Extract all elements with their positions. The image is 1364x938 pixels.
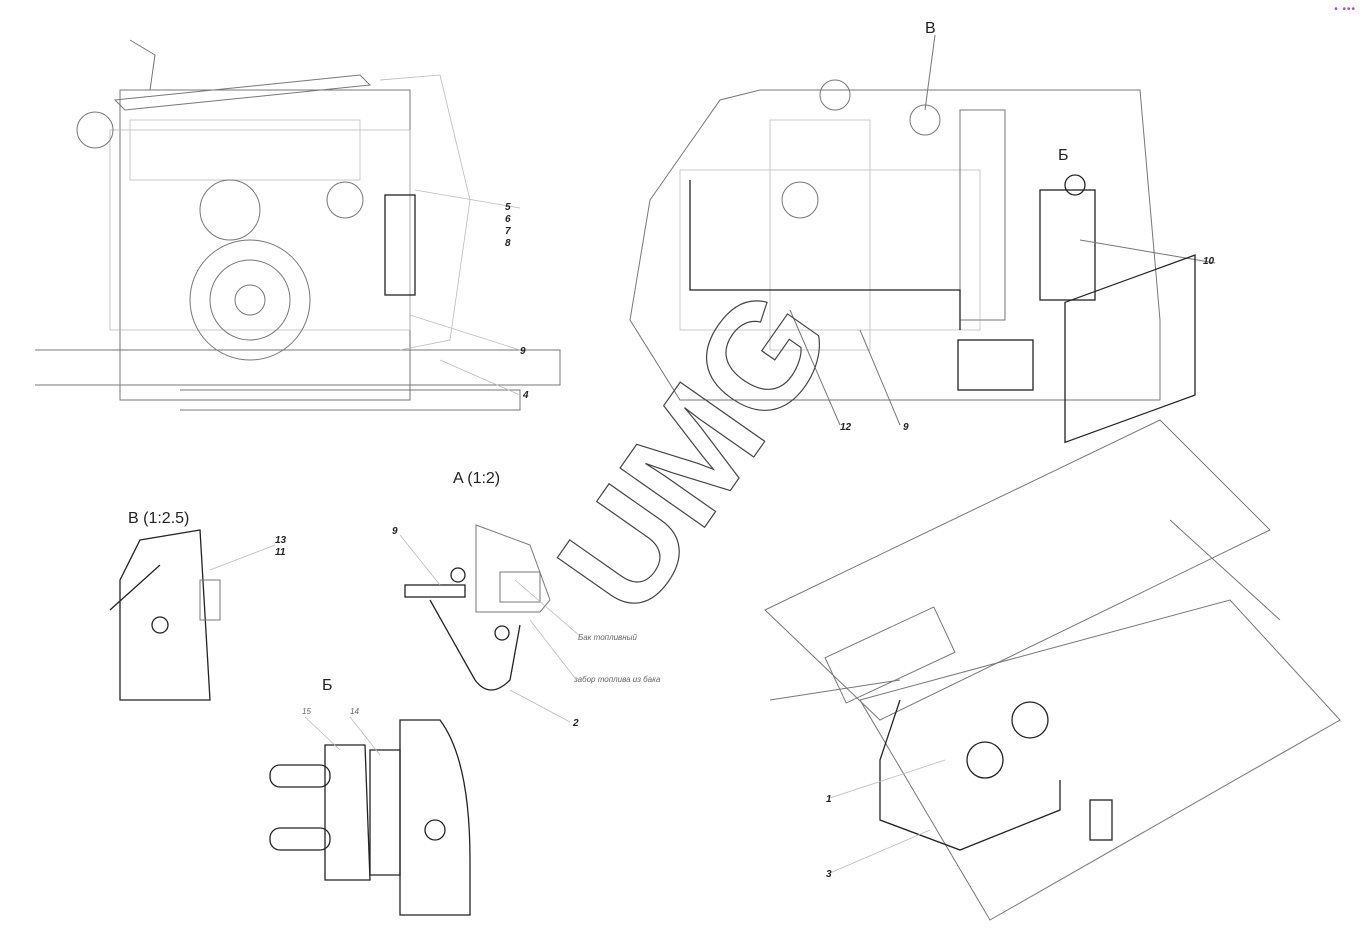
note-fuel-intake: забор топлива из бака: [573, 675, 661, 684]
note-fuel-tank: Бак топливный: [578, 633, 638, 642]
section-marker-v: В: [925, 20, 936, 37]
callout-12: 12: [840, 422, 852, 433]
callout-9: 9: [520, 346, 526, 357]
detail-view-v: В (1:2.5) 13 11: [109, 510, 287, 701]
section-marker-b: Б: [1058, 147, 1069, 164]
callout-14: 14: [350, 707, 359, 716]
detail-view-b: Б 15 14: [269, 677, 471, 916]
callout-13: 13: [275, 535, 287, 546]
view-b-title: Б: [322, 677, 333, 694]
callout-11: 11: [275, 547, 286, 558]
watermark: UMG: [525, 260, 863, 643]
callout-6: 6: [505, 214, 511, 225]
detail-view-a: A (1:2) 9 Бак топливный забор топлива из…: [392, 470, 661, 729]
engine-side-view-right: В Б 10 12 9: [629, 20, 1216, 433]
callout-3: 3: [826, 869, 832, 880]
callout-8: 8: [505, 238, 511, 249]
isometric-frame-view: 1 3: [764, 254, 1341, 921]
more-dots-icon[interactable]: • •••: [1334, 4, 1356, 15]
callout-2: 2: [572, 718, 579, 729]
view-v-title: В (1:2.5): [128, 510, 189, 527]
view-a-title: A (1:2): [453, 470, 500, 487]
callout-7: 7: [505, 226, 511, 237]
callout-9-a: 9: [392, 526, 398, 537]
callout-15: 15: [302, 707, 311, 716]
callout-1: 1: [826, 794, 832, 805]
callout-10: 10: [1203, 256, 1215, 267]
callout-4: 4: [522, 390, 529, 401]
engine-side-view-left: 5 6 7 8 9 4: [35, 39, 561, 411]
callout-9-right: 9: [903, 422, 909, 433]
callout-5: 5: [505, 202, 511, 213]
